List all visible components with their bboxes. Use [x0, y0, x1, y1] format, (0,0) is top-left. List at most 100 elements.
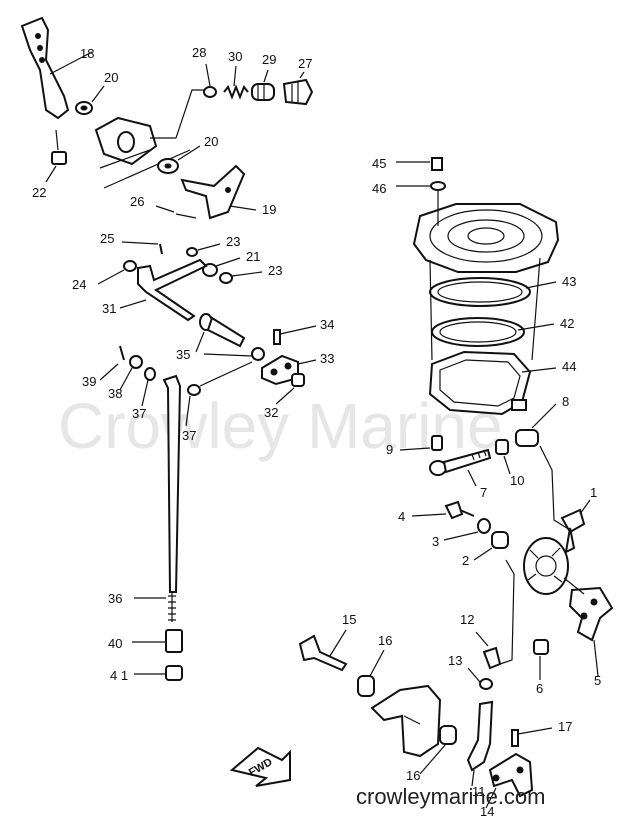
pin-26 [155, 205, 197, 219]
ring-42 [431, 317, 555, 347]
link-33 [261, 354, 317, 386]
part-label-20a: 20 [104, 70, 118, 85]
part-label-2: 2 [462, 553, 469, 568]
bracket-body [370, 684, 442, 758]
washers-23-21 [186, 243, 263, 284]
part-label-44: 44 [562, 359, 576, 374]
bushing-16b [419, 725, 457, 775]
shift-rod-31 [119, 258, 208, 322]
part-label-13: 13 [448, 653, 462, 668]
part-label-22: 22 [32, 185, 46, 200]
small-parts-39-38-37 [99, 345, 253, 427]
nut-13 [467, 667, 493, 690]
bolt-9 [399, 435, 443, 451]
part-label-7: 7 [480, 485, 487, 500]
cover [412, 190, 560, 273]
part-label-33: 33 [320, 351, 334, 366]
part-label-10: 10 [510, 473, 524, 488]
part-label-16a: 16 [378, 633, 392, 648]
nut-41 [134, 665, 183, 681]
arm-14 [485, 752, 534, 809]
part-label-19: 19 [262, 202, 276, 217]
part-label-16b: 16 [406, 768, 420, 783]
part-label-40: 40 [108, 636, 122, 651]
part-label-41: 4 1 [110, 668, 128, 683]
part-label-3: 3 [432, 534, 439, 549]
shift-arm-19 [180, 164, 257, 220]
bushing-16a [357, 649, 385, 697]
pin-17 [511, 727, 553, 747]
screw-34 [273, 325, 317, 345]
part-label-42: 42 [560, 316, 574, 331]
part-label-39: 39 [82, 374, 96, 389]
part-label-34: 34 [320, 317, 334, 332]
part-label-37b: 37 [182, 428, 196, 443]
ring-43 [429, 277, 557, 307]
throttle-shaft-11 [466, 700, 494, 787]
shift-lever-18 [20, 16, 93, 120]
nut-6 [533, 639, 549, 680]
part-label-23b: 23 [268, 263, 282, 278]
shift-bracket [94, 89, 206, 189]
throttle-cam [523, 527, 576, 595]
fwd-arrow-icon: FWD [229, 746, 291, 787]
part-label-11: 11 [472, 784, 486, 799]
collar-35 [195, 313, 265, 361]
washer-3 [443, 518, 491, 541]
shift-rod-36 [134, 374, 182, 622]
part-label-30: 30 [228, 49, 242, 64]
collar-2 [473, 531, 509, 561]
part-label-46: 46 [372, 181, 386, 196]
screw-45-washer-46 [396, 157, 446, 191]
cotter-25 [121, 241, 163, 255]
part-label-14: 14 [480, 804, 494, 819]
part-label-20b: 20 [204, 134, 218, 149]
part-label-43: 43 [562, 274, 576, 289]
part-label-1: 1 [590, 485, 597, 500]
part-label-4: 4 [398, 509, 405, 524]
part-label-27: 27 [298, 56, 312, 71]
part-label-36: 36 [108, 591, 122, 606]
part-label-35: 35 [176, 347, 190, 362]
part-label-37a: 37 [132, 406, 146, 421]
gasket-44 [428, 350, 557, 416]
part-label-17: 17 [558, 719, 572, 734]
detent-parts-28-30-29-27 [203, 63, 314, 106]
nut-8 [515, 403, 571, 531]
lever-5 [563, 577, 614, 677]
part-label-26: 26 [130, 194, 144, 209]
part-label-15: 15 [342, 612, 356, 627]
nut-24 [97, 260, 137, 285]
part-label-18: 18 [80, 46, 94, 61]
nut-40 [132, 629, 183, 653]
washer-20b [157, 145, 201, 174]
part-label-23a: 23 [226, 234, 240, 249]
pin-15 [298, 629, 348, 672]
bolt-4 [411, 500, 475, 520]
part-label-29: 29 [262, 52, 276, 67]
part-label-5: 5 [594, 673, 601, 688]
watermark: Crowley Marine [58, 390, 503, 462]
part-label-32: 32 [264, 405, 278, 420]
part-label-25: 25 [100, 231, 114, 246]
nut-22 [45, 129, 67, 183]
part-label-12: 12 [460, 612, 474, 627]
part-label-31: 31 [102, 301, 116, 316]
nut-32 [275, 373, 305, 405]
part-label-21: 21 [246, 249, 260, 264]
part-label-38: 38 [108, 386, 122, 401]
nut-10 [495, 439, 511, 475]
part-label-45: 45 [372, 156, 386, 171]
linkage-7 [429, 448, 492, 487]
part-label-8: 8 [562, 394, 569, 409]
part-label-9: 9 [386, 442, 393, 457]
dashed-guides [429, 257, 541, 361]
part-label-6: 6 [536, 681, 543, 696]
washer-20a [75, 85, 105, 115]
footer-site: crowleymarine.com [356, 784, 546, 809]
cam-1 [560, 499, 591, 534]
part-label-24: 24 [72, 277, 86, 292]
part-label-28: 28 [192, 45, 206, 60]
